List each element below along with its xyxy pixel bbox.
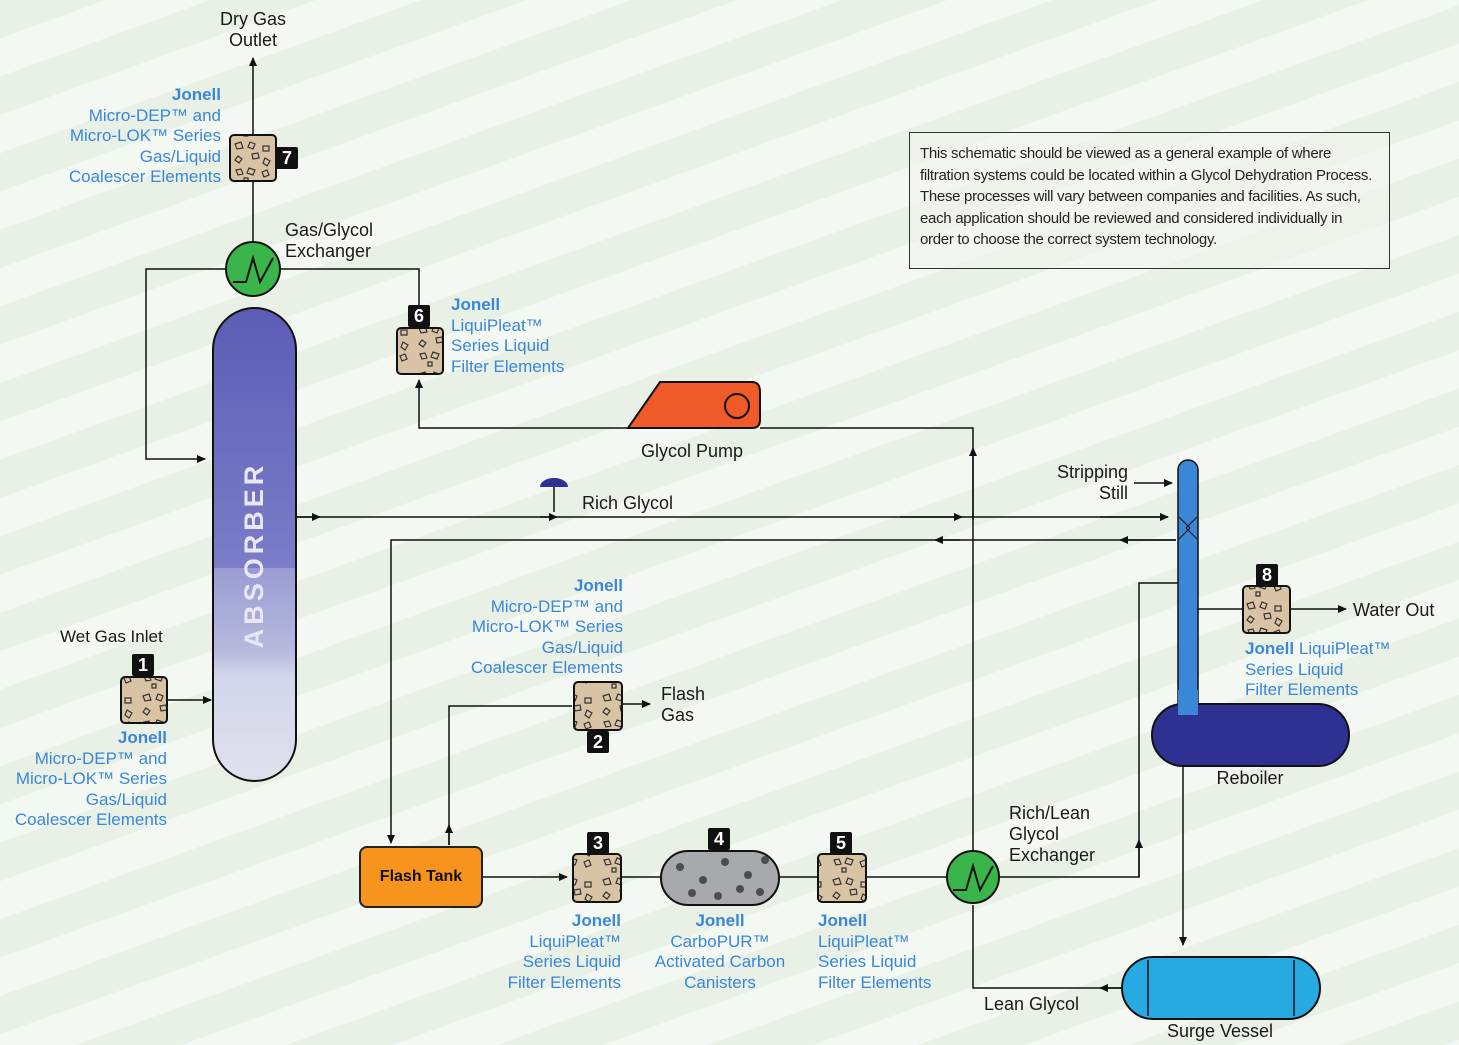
filter-element-6 bbox=[396, 327, 444, 375]
reboiler-label: Reboiler bbox=[1216, 768, 1284, 788]
filter-element-5 bbox=[817, 853, 867, 903]
gas-glycol-exchanger-symbol bbox=[225, 241, 281, 297]
absorber-column bbox=[212, 307, 297, 782]
stripping-still-shape bbox=[1177, 459, 1199, 716]
lean-glycol-label: Lean Glycol bbox=[984, 994, 1080, 1014]
filter-number-1: 1 bbox=[132, 654, 154, 676]
filter-number-4: 4 bbox=[708, 828, 730, 850]
rich-glycol-label: Rich Glycol bbox=[582, 493, 674, 513]
filter-element-2 bbox=[573, 681, 623, 731]
control-valve-shape bbox=[540, 478, 568, 512]
filter-element-3 bbox=[572, 853, 622, 903]
filter-element-8 bbox=[1242, 585, 1291, 634]
filter-1-desc: Micro-DEP™ and Micro-LOK™ Series Gas/Liq… bbox=[14, 748, 167, 830]
glycol-pump-shape bbox=[626, 381, 761, 429]
filter-6-desc: LiquiPleat™ Series Liquid Filter Element… bbox=[451, 315, 565, 376]
rich-lean-exchanger-label: Rich/Lean Glycol Exchanger bbox=[1009, 803, 1096, 865]
filter-3-callout: Jonell LiquiPleat™ Series Liquid Filter … bbox=[470, 911, 621, 993]
filter-1-brand: Jonell bbox=[117, 728, 167, 747]
filter-7-brand: Jonell bbox=[171, 85, 221, 104]
filter-element-7 bbox=[229, 134, 277, 182]
filter-5-callout: Jonell LiquiPleat™ Series Liquid Filter … bbox=[818, 911, 931, 993]
water-out-label: Water Out bbox=[1353, 600, 1435, 620]
dry-gas-outlet-label: Dry Gas Outlet bbox=[219, 9, 286, 50]
filter-6-callout: Jonell LiquiPleat™ Series Liquid Filter … bbox=[451, 295, 564, 377]
filter-number-8: 8 bbox=[1256, 564, 1278, 586]
filter-5-desc: LiquiPleat™ Series Liquid Filter Element… bbox=[818, 931, 932, 992]
filter-number-6: 6 bbox=[408, 305, 430, 327]
filter-number-2: 2 bbox=[587, 731, 609, 753]
filter-7-desc: Micro-DEP™ and Micro-LOK™ Series Gas/Liq… bbox=[68, 105, 221, 187]
filter-4-desc: CarboPUR™ Activated Carbon Canisters bbox=[654, 931, 786, 992]
filter-4-brand: Jonell bbox=[695, 911, 745, 930]
surge-vessel-label: Surge Vessel bbox=[1166, 1021, 1274, 1041]
filter-number-3: 3 bbox=[587, 832, 609, 854]
filter-2-callout: Jonell Micro-DEP™ and Micro-LOK™ Series … bbox=[430, 576, 623, 679]
filter-3-desc: LiquiPleat™ Series Liquid Filter Element… bbox=[507, 931, 621, 992]
filter-8-desc: Series Liquid Filter Elements bbox=[1245, 659, 1359, 700]
filter-6-brand: Jonell bbox=[451, 295, 501, 314]
filter-8-brand: Jonell bbox=[1245, 639, 1295, 658]
filter-2-desc: Micro-DEP™ and Micro-LOK™ Series Gas/Liq… bbox=[470, 596, 623, 678]
reboiler-shape bbox=[1151, 703, 1350, 767]
filter-4-callout: Jonell CarboPUR™ Activated Carbon Canist… bbox=[640, 911, 800, 993]
filter-number-5: 5 bbox=[830, 832, 852, 854]
flash-tank: Flash Tank bbox=[359, 846, 483, 908]
stripping-still-label: Stripping Still bbox=[1056, 462, 1128, 503]
surge-vessel-shape bbox=[1121, 956, 1321, 1020]
filter-number-7: 7 bbox=[276, 147, 298, 169]
filter-2-brand: Jonell bbox=[573, 576, 623, 595]
gas-glycol-exchanger-label: Gas/Glycol Exchanger bbox=[285, 220, 374, 261]
filter-7-callout: Jonell Micro-DEP™ and Micro-LOK™ Series … bbox=[40, 85, 221, 188]
filter-8-desc-inline: LiquiPleat™ bbox=[1298, 639, 1391, 658]
carbon-canister-shape bbox=[660, 850, 780, 906]
glycol-pump-label: Glycol Pump bbox=[640, 441, 744, 461]
filter-3-brand: Jonell bbox=[571, 911, 621, 930]
filter-5-brand: Jonell bbox=[818, 911, 868, 930]
disclaimer-note: This schematic should be viewed as a gen… bbox=[909, 132, 1390, 269]
wet-gas-inlet-label: Wet Gas Inlet bbox=[60, 627, 163, 646]
flash-gas-label: Flash Gas bbox=[661, 684, 706, 725]
rich-lean-exchanger-symbol bbox=[946, 850, 1000, 904]
filter-1-callout: Jonell Micro-DEP™ and Micro-LOK™ Series … bbox=[0, 728, 167, 831]
filter-8-callout: Jonell LiquiPleat™ Series Liquid Filter … bbox=[1245, 639, 1391, 701]
filter-element-1 bbox=[120, 676, 168, 724]
